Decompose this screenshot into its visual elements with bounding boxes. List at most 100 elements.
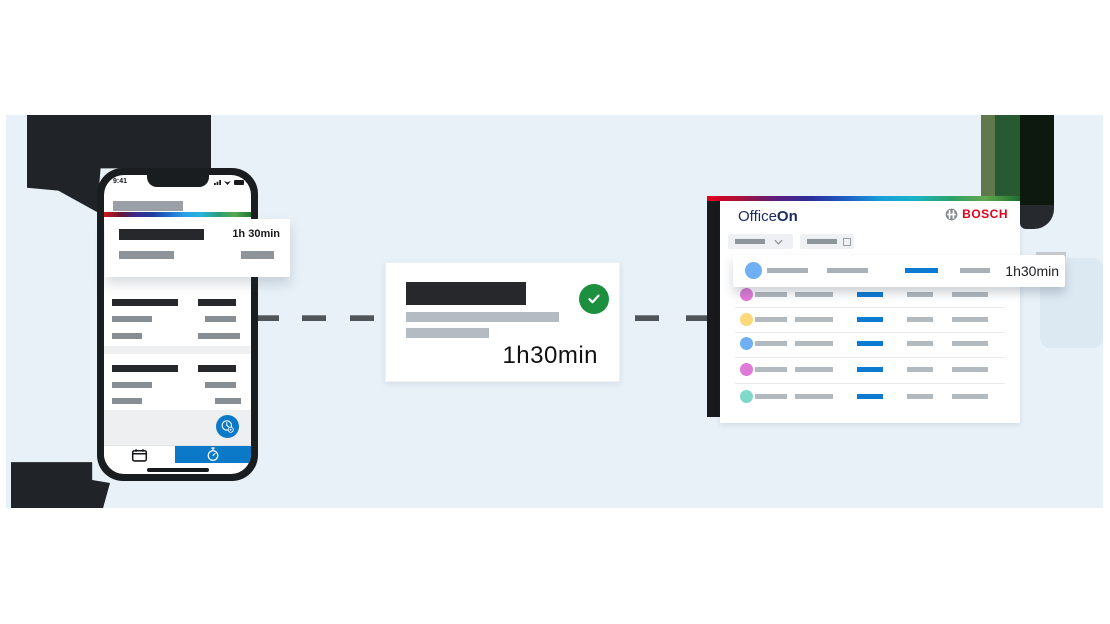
task-value-placeholder: [205, 316, 236, 322]
connector-dash: [350, 315, 374, 321]
stopwatch-icon: [207, 447, 219, 461]
decor-column-olive: [981, 115, 995, 200]
cell-placeholder: [907, 292, 933, 297]
avatar: [740, 288, 753, 301]
connector-dash: [635, 315, 659, 321]
signal-icon: [214, 180, 221, 185]
entry-title-placeholder: [119, 229, 204, 240]
entry-title-placeholder: [406, 282, 526, 305]
bosch-logo: BOSCH: [945, 207, 1008, 221]
duration-bar: [857, 394, 883, 399]
phone-notch: [146, 175, 209, 187]
duration-bar: [857, 341, 883, 346]
cell-placeholder: [755, 367, 787, 372]
panel-supergraphic: [707, 196, 1020, 201]
duration-label: 1h30min: [502, 342, 598, 369]
duration-bar: [857, 367, 883, 372]
cell-placeholder: [952, 292, 988, 297]
cell-placeholder: [795, 317, 833, 322]
avatar: [745, 262, 762, 279]
wifi-icon: [224, 181, 231, 185]
entry-value-placeholder: [241, 251, 274, 259]
cell-placeholder: [952, 367, 988, 372]
filter-date[interactable]: [800, 234, 854, 249]
entry-subtitle-placeholder: [119, 251, 174, 259]
duration-label: 1h 30min: [232, 228, 280, 240]
cell-placeholder: [755, 317, 787, 322]
entry-line-placeholder: [406, 328, 489, 338]
table-row[interactable]: [720, 337, 1020, 351]
cell-placeholder: [827, 268, 868, 273]
task-subtitle-placeholder: [112, 382, 152, 388]
cell-placeholder: [907, 394, 933, 399]
task-value-placeholder: [205, 382, 236, 388]
bosch-wordmark: BOSCH: [962, 207, 1008, 221]
table-row[interactable]: [720, 363, 1020, 377]
avatar: [740, 337, 753, 350]
add-timer-button[interactable]: [216, 415, 239, 438]
home-indicator: [147, 468, 209, 472]
tab-bar: [104, 445, 251, 463]
cell-placeholder: [755, 292, 787, 297]
status-time: 9:41: [113, 178, 128, 185]
clock-plus-icon: [221, 420, 234, 433]
cell-placeholder: [952, 341, 988, 346]
task-value-placeholder: [215, 398, 241, 404]
cell-placeholder: [795, 394, 833, 399]
table-row[interactable]: [720, 390, 1020, 404]
row-divider: [735, 383, 1005, 384]
phone-frame: 9:41: [97, 168, 258, 481]
phone-supergraphic: [104, 212, 251, 217]
row-divider: [735, 357, 1005, 358]
cell-placeholder: [952, 394, 988, 399]
cell-placeholder: [795, 341, 833, 346]
filter-dropdown[interactable]: [728, 234, 793, 249]
entry-line-placeholder: [406, 312, 559, 322]
highlighted-table-row[interactable]: 1h30min: [733, 255, 1065, 287]
avatar: [740, 363, 753, 376]
avatar: [740, 313, 753, 326]
task-value-placeholder: [198, 365, 236, 372]
connector-dash: [255, 315, 279, 321]
task-value-placeholder: [198, 299, 236, 306]
check-badge: [579, 284, 609, 314]
check-icon: [588, 294, 600, 304]
sync-entry-card: 1h30min: [385, 262, 620, 382]
cell-placeholder: [907, 367, 933, 372]
status-icons: [214, 179, 244, 185]
decor-column-green: [995, 115, 1020, 200]
app-title-placeholder: [113, 201, 183, 211]
officeon-logo: OfficeOn: [738, 208, 798, 225]
connector-dash: [686, 315, 710, 321]
avatar: [740, 390, 753, 403]
task-title-placeholder: [112, 299, 178, 306]
cell-placeholder: [952, 317, 988, 322]
row-divider: [735, 332, 1005, 333]
tab-calendar[interactable]: [104, 446, 175, 463]
cell-placeholder: [960, 268, 990, 273]
duration-bar: [857, 292, 883, 297]
table-row[interactable]: [720, 288, 1020, 302]
chevron-down-icon: [774, 239, 783, 245]
table-row[interactable]: [720, 313, 1020, 327]
task-value-placeholder: [198, 333, 240, 339]
cell-placeholder: [755, 394, 787, 399]
duration-bar: [905, 268, 938, 273]
cell-placeholder: [755, 341, 787, 346]
tab-timer[interactable]: [175, 446, 251, 463]
phone-duration-card[interactable]: 1h 30min: [105, 219, 290, 277]
battery-icon: [234, 180, 244, 185]
cell-placeholder: [795, 292, 833, 297]
panel-body: OfficeOn BOSCH: [720, 201, 1020, 423]
row-divider: [735, 307, 1005, 308]
cell-placeholder: [795, 367, 833, 372]
duration-label: 1h30min: [1005, 263, 1059, 279]
calendar-outline-icon: [843, 237, 851, 246]
panel-side-spine: [707, 201, 721, 417]
connector-dash: [302, 315, 326, 321]
filter-label-placeholder: [807, 239, 837, 244]
calendar-icon: [131, 448, 148, 462]
decor-column-dark: [1020, 115, 1054, 207]
filter-label-placeholder: [735, 239, 765, 244]
